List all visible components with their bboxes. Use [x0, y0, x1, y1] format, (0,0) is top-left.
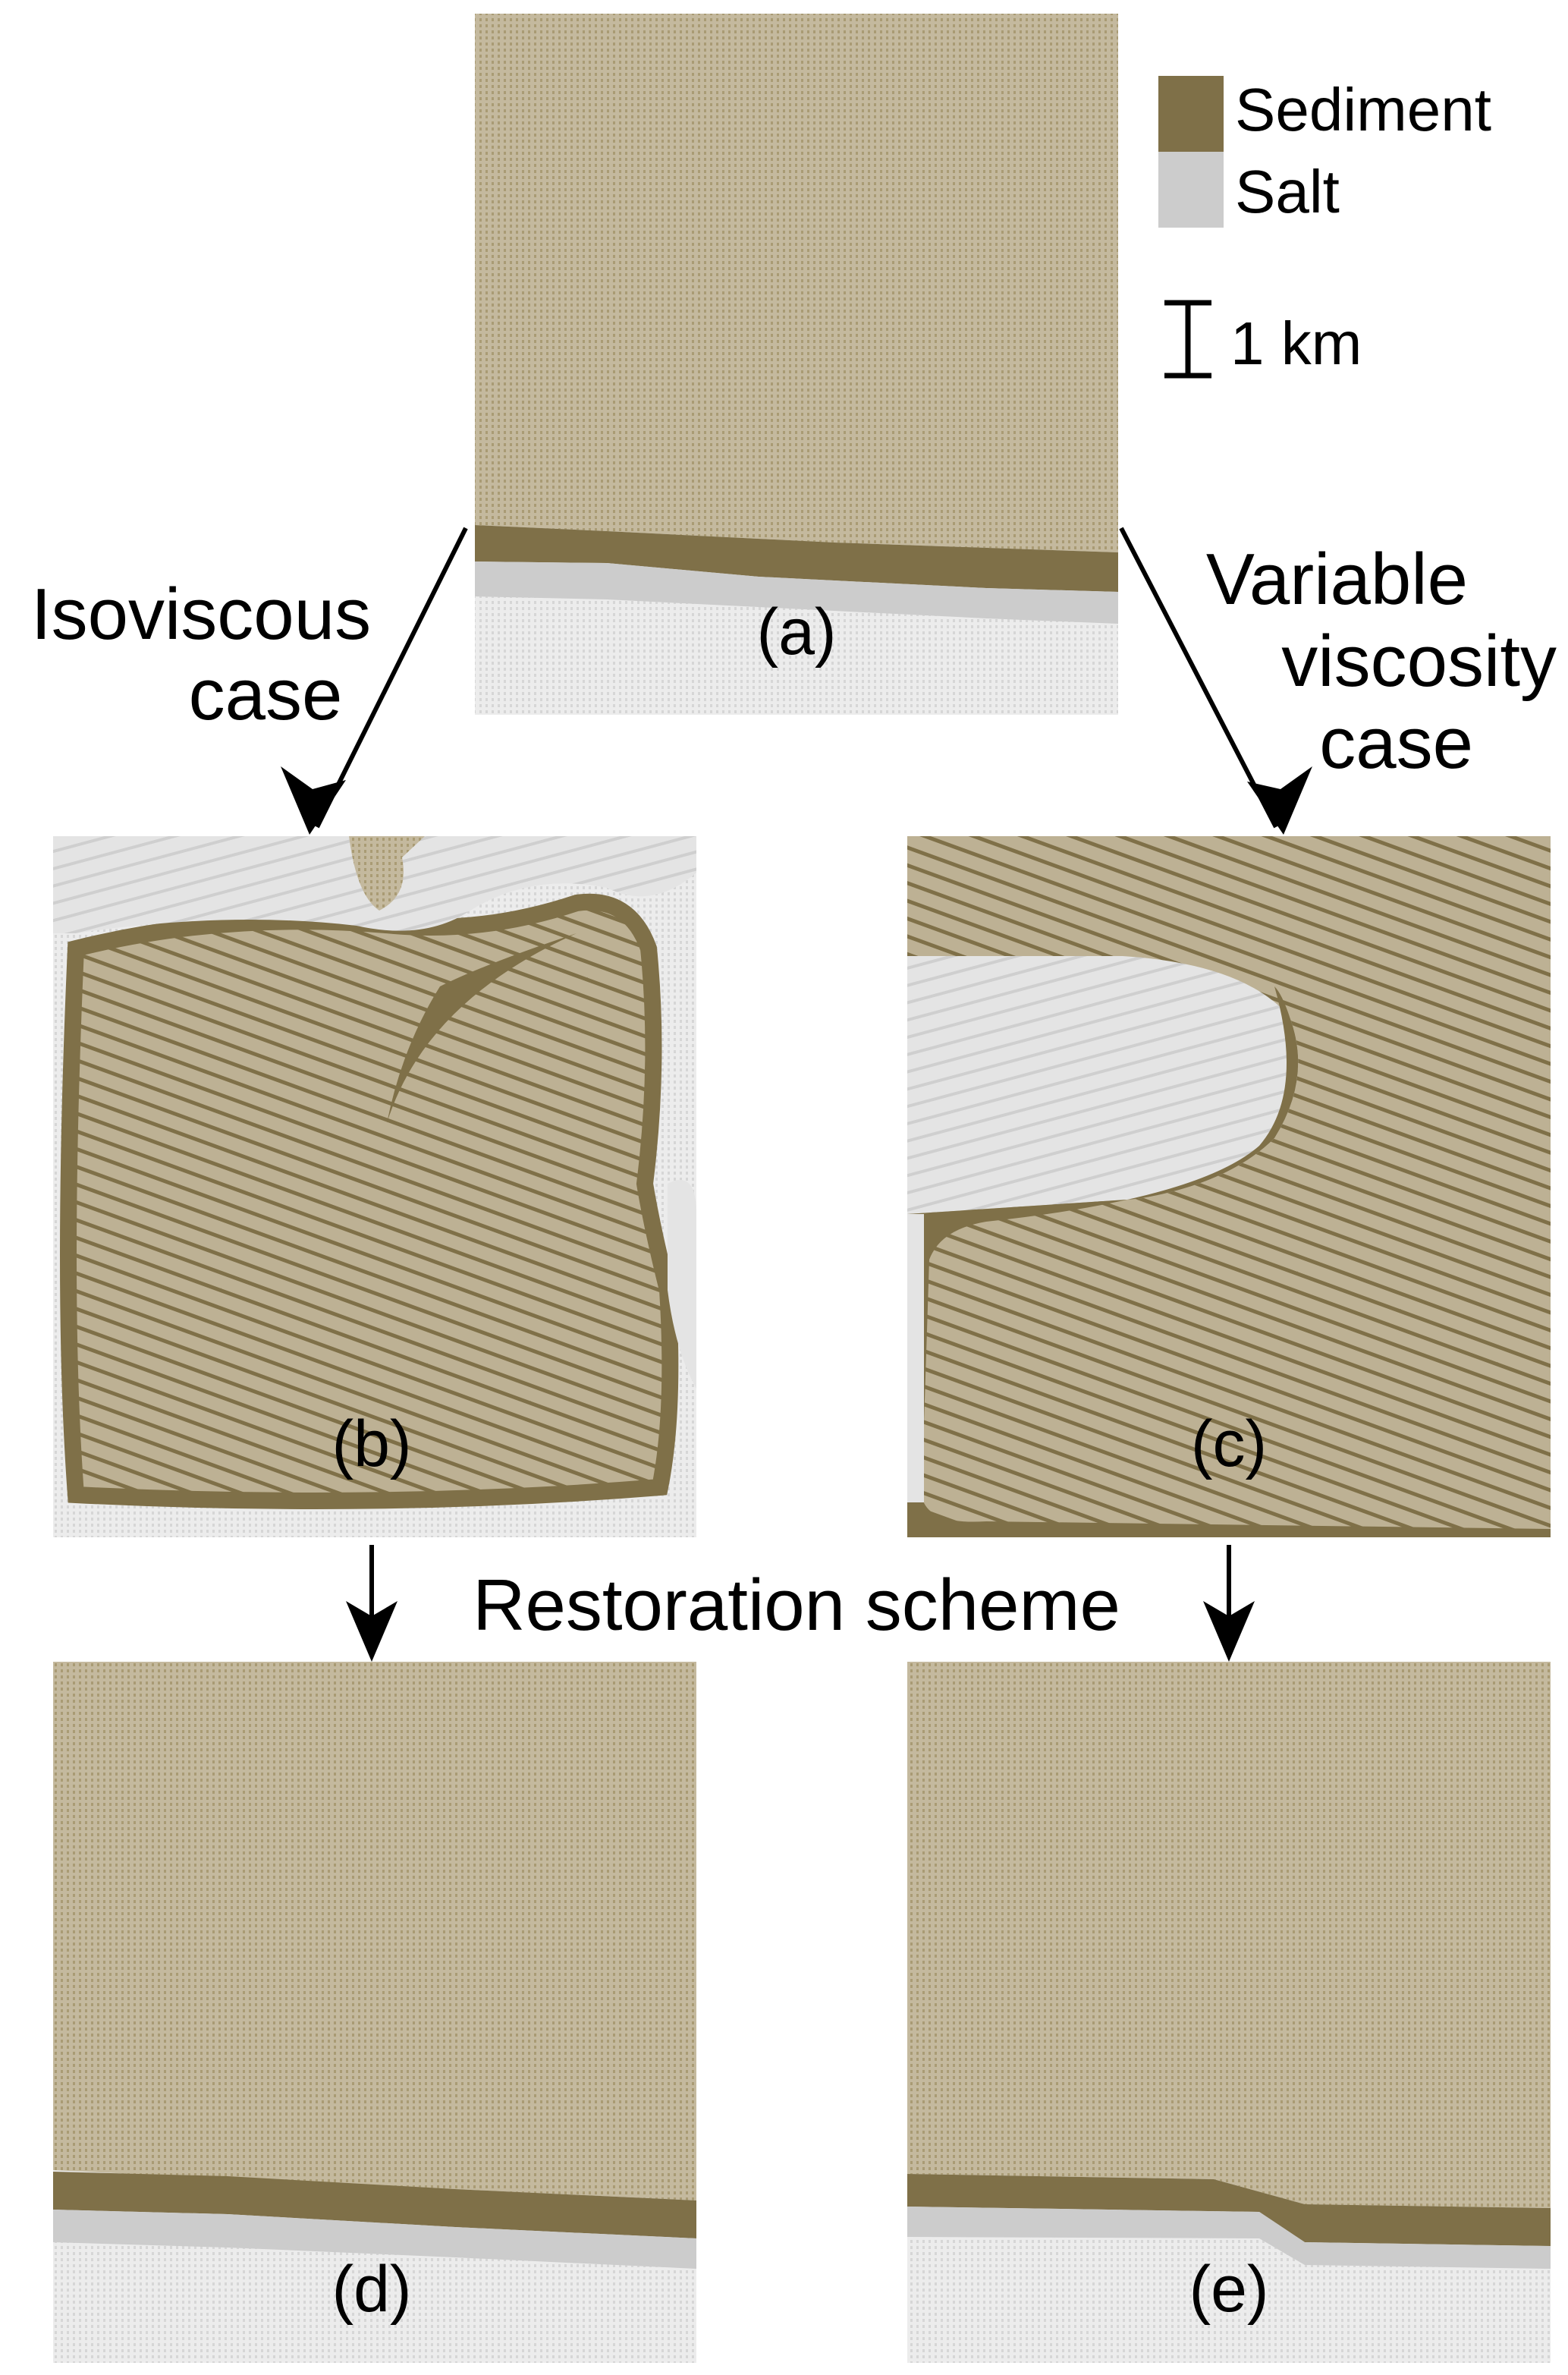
legend-salt-label: Salt [1235, 158, 1340, 225]
panel-e: (e) [907, 1662, 1551, 2363]
sediment-layer [60, 893, 679, 1509]
sediment-layer [475, 525, 1118, 592]
arrow-to-b-icon [315, 527, 468, 829]
salt-layer [53, 2210, 696, 2269]
scale-bar-label: 1 km [1230, 310, 1362, 377]
panel-a: (a) [475, 14, 1118, 715]
panel-c-label: (c) [1191, 1408, 1267, 1480]
panel-d: (d) [53, 1662, 696, 2363]
panel-d-label: (d) [332, 2253, 411, 2326]
variable-viscosity-label-line2: viscosity [1281, 621, 1557, 702]
sediment-wedge [387, 933, 577, 1123]
panel-a-label: (a) [756, 596, 836, 668]
sediment-layer [53, 2172, 696, 2238]
panel-c: (c) [907, 836, 1551, 1537]
variable-viscosity-label-line3: case [1319, 703, 1473, 784]
salt-side [907, 1214, 924, 1502]
sediment-layer [907, 2174, 1551, 2246]
isoviscous-label-line1: Isoviscous [31, 574, 371, 655]
salt-layer [907, 2207, 1551, 2269]
panel-b-label: (b) [332, 1408, 411, 1480]
legend-sediment-label: Sediment [1235, 76, 1491, 143]
panel-e-label: (e) [1189, 2253, 1268, 2326]
arrow-head-c-icon [1247, 766, 1312, 835]
legend-sediment-swatch [1158, 76, 1224, 152]
salt-layer [475, 562, 1118, 624]
salt-side [668, 1180, 696, 1389]
restoration-scheme-label: Restoration scheme [473, 1565, 1120, 1646]
legend-salt-swatch [1158, 152, 1224, 228]
salt-bulb [907, 956, 1299, 1214]
arrow-head-e-icon [1203, 1601, 1255, 1662]
panel-b: (b) [53, 836, 696, 1537]
variable-viscosity-label-line1: Variable [1206, 539, 1468, 620]
sediment-top-intrusion [349, 836, 425, 911]
arrow-to-c-icon [1119, 527, 1278, 829]
isoviscous-label-line2: case [189, 654, 343, 735]
sediment-swirl [68, 901, 671, 1501]
scale-bar-icon [1164, 300, 1211, 379]
legend: Sediment Salt 1 km [1158, 76, 1491, 379]
arrow-head-b-icon [281, 766, 346, 835]
arrow-head-d-icon [346, 1601, 397, 1662]
